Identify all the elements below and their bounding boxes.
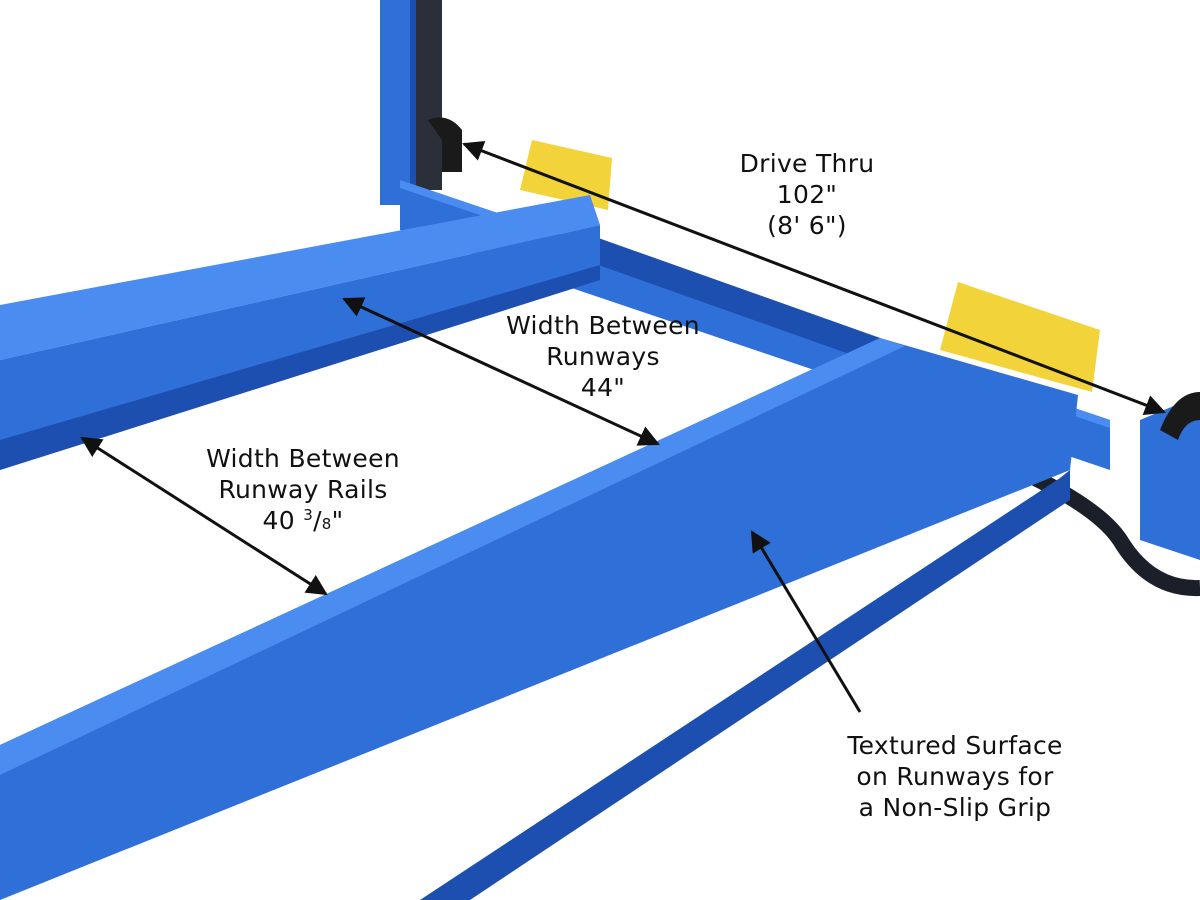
runway-width-arrow	[342, 297, 660, 446]
runway-width-value: 44"	[580, 373, 626, 402]
rail-width-denominator: 8	[321, 515, 332, 533]
rail-width-callout: Width Between Runway Rails 40 3/8"	[178, 443, 428, 536]
right-post	[1140, 392, 1200, 560]
drive-thru-title: Drive Thru	[739, 149, 875, 178]
rail-width-title-2: Runway Rails	[218, 475, 388, 504]
runway-width-title-2: Runways	[546, 342, 660, 371]
right-runway	[0, 338, 1078, 900]
rail-width-title-1: Width Between	[206, 444, 400, 473]
drive-thru-callout: Drive Thru 102" (8' 6")	[712, 148, 902, 241]
drive-thru-feet: (8' 6")	[767, 211, 847, 240]
rail-width-value: 40 3/8"	[178, 505, 428, 536]
rail-width-slash: /	[313, 506, 322, 535]
surface-callout: Textured Surface on Runways for a Non-Sl…	[810, 730, 1100, 823]
surface-arrow	[750, 530, 862, 713]
runway-width-callout: Width Between Runways 44"	[478, 310, 728, 403]
rail-width-arrow	[80, 436, 328, 596]
drive-thru-inches: 102"	[776, 180, 838, 209]
surface-line-1: Textured Surface	[847, 731, 1063, 760]
lift-post	[380, 0, 462, 205]
rail-width-whole: 40	[262, 506, 304, 535]
runway-width-title-1: Width Between	[506, 311, 700, 340]
rail-width-numerator: 3	[303, 506, 314, 524]
rail-width-inch: "	[331, 506, 344, 535]
surface-line-3: a Non-Slip Grip	[858, 793, 1052, 822]
drive-thru-arrow	[462, 140, 1166, 416]
hydraulic-hose	[1031, 470, 1200, 597]
surface-line-2: on Runways for	[856, 762, 1054, 791]
